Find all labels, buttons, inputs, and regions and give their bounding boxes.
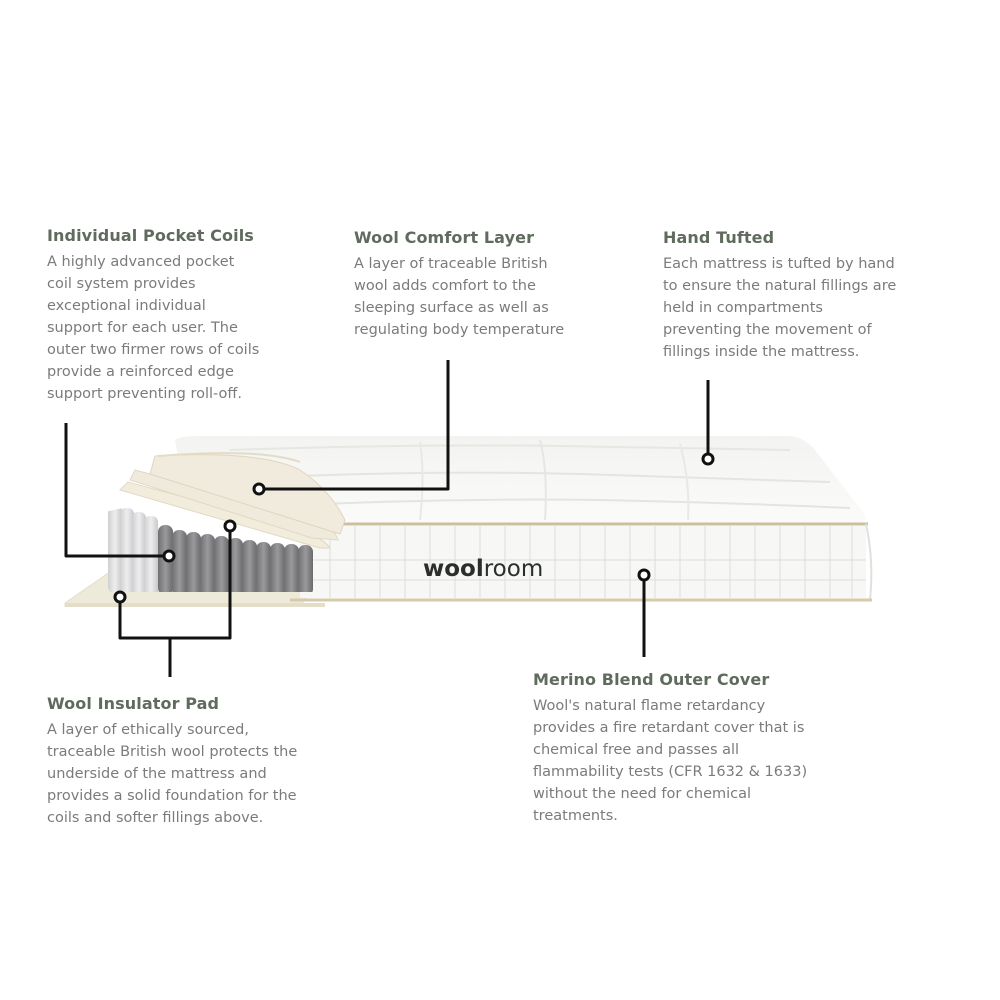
wool-comfort-layer-slabs <box>119 452 346 549</box>
callout-wool-insulator-pad: Wool Insulator Pad A layer of ethically … <box>47 694 347 829</box>
callout-pocket-coils: Individual Pocket Coils A highly advance… <box>47 226 337 405</box>
callout-merino-outer-cover: Merino Blend Outer Cover Wool's natural … <box>533 670 853 827</box>
hand-tufted-title: Hand Tufted <box>663 228 775 247</box>
callout-hand-tufted: Hand Tufted Each mattress is tufted by h… <box>663 228 963 363</box>
mattress-top-surface <box>175 436 866 524</box>
outer-cover-description: Wool's natural flame retardancy provides… <box>533 698 808 824</box>
comfort-layer-title: Wool Comfort Layer <box>354 228 535 247</box>
outer-cover-title: Merino Blend Outer Cover <box>533 670 770 689</box>
pocket-coils-cutaway <box>108 505 313 592</box>
woolroom-logo: woolroom <box>423 556 543 582</box>
callout-wool-comfort-layer: Wool Comfort Layer A layer of traceable … <box>354 228 614 341</box>
insulator-pad-description: A layer of ethically sourced, traceable … <box>47 722 298 826</box>
pocket-coils-title: Individual Pocket Coils <box>47 226 254 245</box>
insulator-pad-title: Wool Insulator Pad <box>47 694 220 713</box>
hand-tufted-description: Each mattress is tufted by hand to ensur… <box>663 256 897 360</box>
comfort-layer-description: A layer of traceable British wool adds c… <box>354 256 565 338</box>
pocket-coils-description: A highly advanced pocket coil system pro… <box>47 254 260 402</box>
leader-lines <box>64 360 715 677</box>
merino-outer-cover-side <box>300 523 873 601</box>
